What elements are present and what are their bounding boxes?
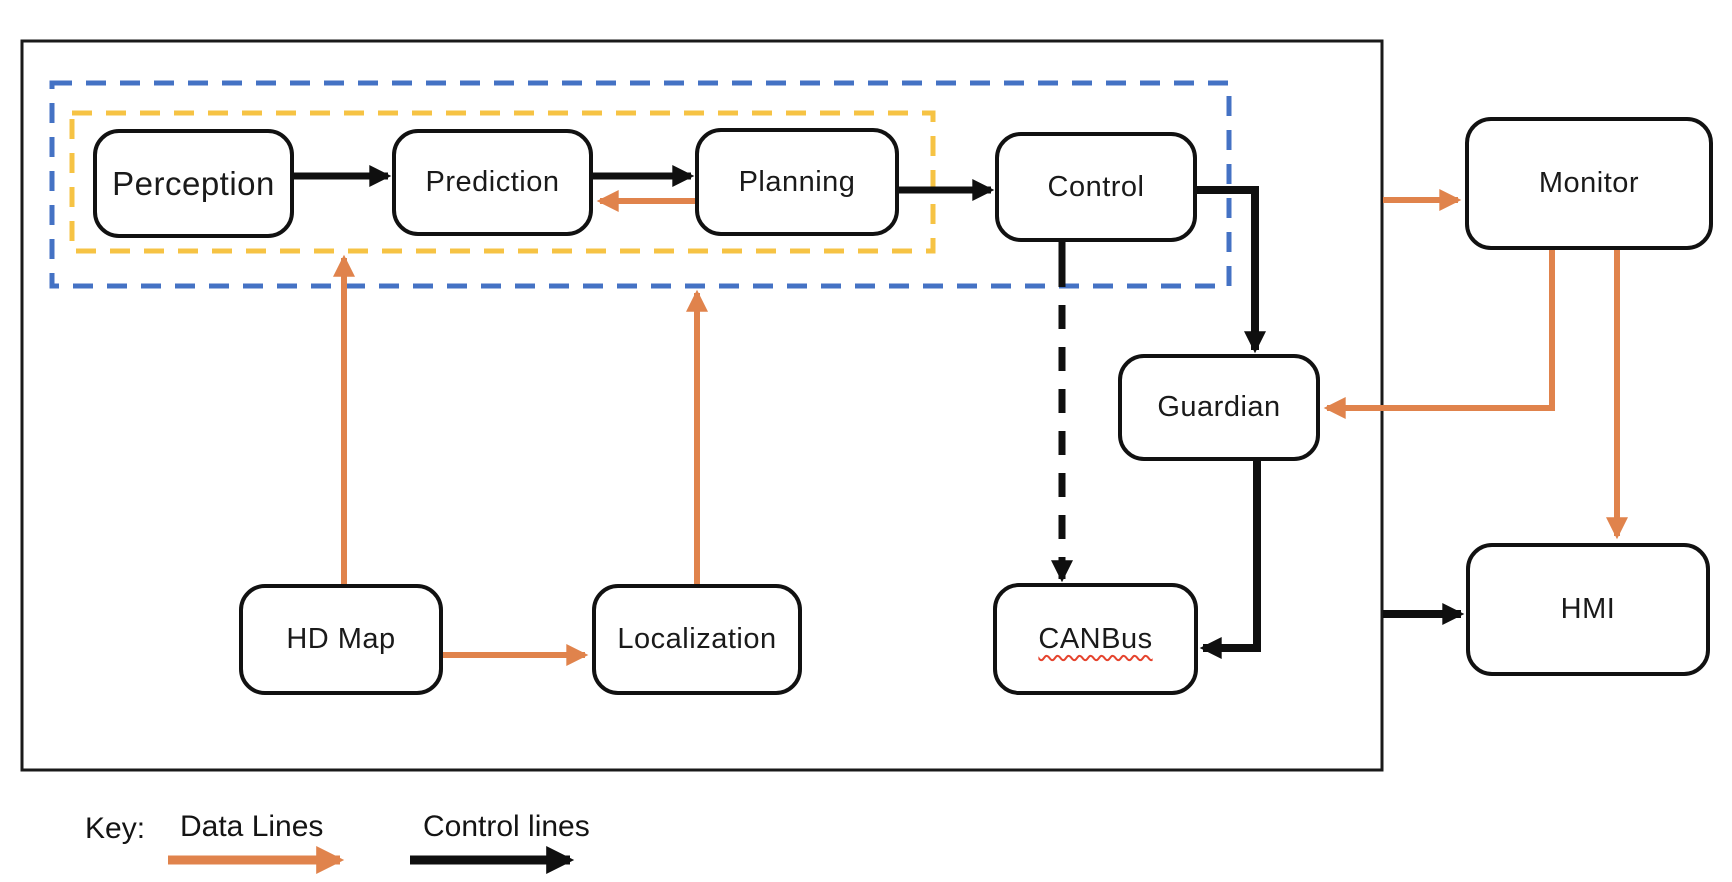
edge-guardian-to-canbus [1199, 461, 1261, 659]
legend-control-lines-label: Control lines [423, 810, 590, 843]
node-monitor: Monitor [1465, 117, 1713, 250]
inner-dashed-group [69, 110, 936, 254]
node-canbus-label: CANBus [1038, 622, 1153, 655]
node-guardian: Guardian [1118, 354, 1320, 461]
node-perception-label: Perception [112, 164, 275, 202]
node-monitor-label: Monitor [1538, 167, 1640, 199]
node-localization: Localization [592, 584, 802, 695]
node-localization-label: Localization [617, 623, 777, 655]
node-planning: Planning [695, 128, 899, 236]
node-prediction: Prediction [392, 129, 593, 236]
legend-key-label: Key: [85, 812, 146, 845]
node-hdmap-label: HD Map [286, 623, 396, 655]
node-control-label: Control [1047, 170, 1145, 203]
outer-dashed-group [49, 80, 1232, 289]
node-hmi-label: HMI [1560, 593, 1616, 625]
node-perception: Perception [93, 129, 294, 238]
node-control: Control [995, 132, 1197, 242]
legend-data-lines-label: Data Lines [180, 810, 324, 843]
node-guardian-label: Guardian [1157, 391, 1281, 423]
node-prediction-label: Prediction [425, 166, 560, 198]
node-hdmap: HD Map [239, 584, 443, 695]
node-planning-label: Planning [738, 165, 856, 198]
edge-monitor-to-guardian [1323, 250, 1555, 419]
edge-control-to-guardian [1197, 186, 1266, 354]
node-hmi: HMI [1466, 543, 1710, 676]
node-canbus: CANBus [993, 583, 1198, 695]
